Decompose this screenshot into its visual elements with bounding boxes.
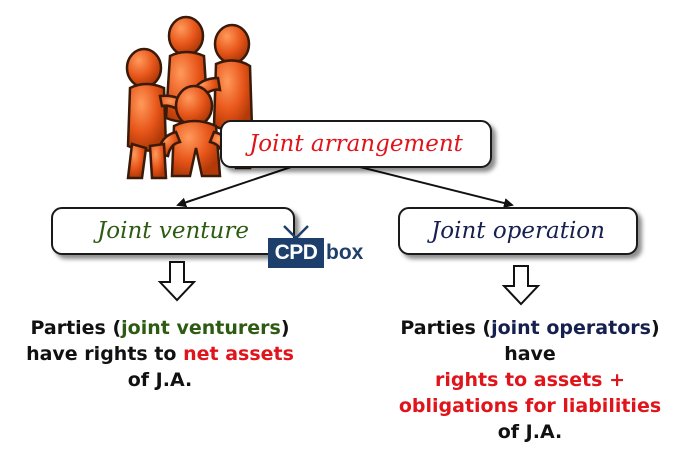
team-of-people-icon — [125, 15, 254, 180]
joint-operation-box: Joint operation — [398, 207, 638, 255]
down-arrow-icon — [501, 265, 541, 306]
logo-cpd-text: CPD — [268, 238, 324, 268]
logo-tv-antenna-icon — [283, 225, 309, 239]
operation-line-2: have — [504, 343, 556, 365]
logo-box-text: box — [326, 241, 364, 264]
joint-operation-description: Parties (joint operators) have rights to… — [360, 315, 700, 445]
operation-line-1-end: ) — [650, 317, 660, 339]
venture-line-1-start: Parties ( — [30, 317, 122, 339]
connector-left — [176, 163, 301, 208]
down-arrow-icon — [157, 261, 197, 302]
joint-venture-description: Parties (joint venturers) have rights to… — [0, 315, 320, 393]
joint-venture-box: Joint venture — [51, 207, 295, 255]
connector-right — [347, 163, 514, 208]
venture-line-1: Parties (joint venturers) — [0, 315, 320, 341]
operation-line-3: rights to assets + — [434, 369, 626, 391]
joint-operation-label: Joint operation — [431, 218, 605, 244]
joint-arrangement-box: Joint arrangement — [220, 120, 492, 168]
operation-line-5: of J.A. — [497, 421, 563, 443]
venture-line-1-end: ) — [280, 317, 290, 339]
venture-line-2-start: have rights to — [26, 343, 184, 365]
operation-highlight: joint operators — [491, 317, 651, 339]
venture-line-2: have rights to net assets — [0, 341, 320, 367]
venture-highlight: joint venturers — [121, 317, 281, 339]
cpdbox-logo: CPD box — [268, 224, 364, 276]
operation-line-4: obligations for liabilities — [398, 395, 662, 417]
joint-venture-label: Joint venture — [97, 218, 249, 244]
joint-arrangement-label: Joint arrangement — [249, 131, 463, 157]
operation-line-1-start: Parties ( — [400, 317, 492, 339]
venture-line-3: of J.A. — [127, 369, 193, 391]
operation-line-1: Parties (joint operators) — [360, 315, 700, 341]
net-assets-highlight: net assets — [183, 343, 294, 365]
